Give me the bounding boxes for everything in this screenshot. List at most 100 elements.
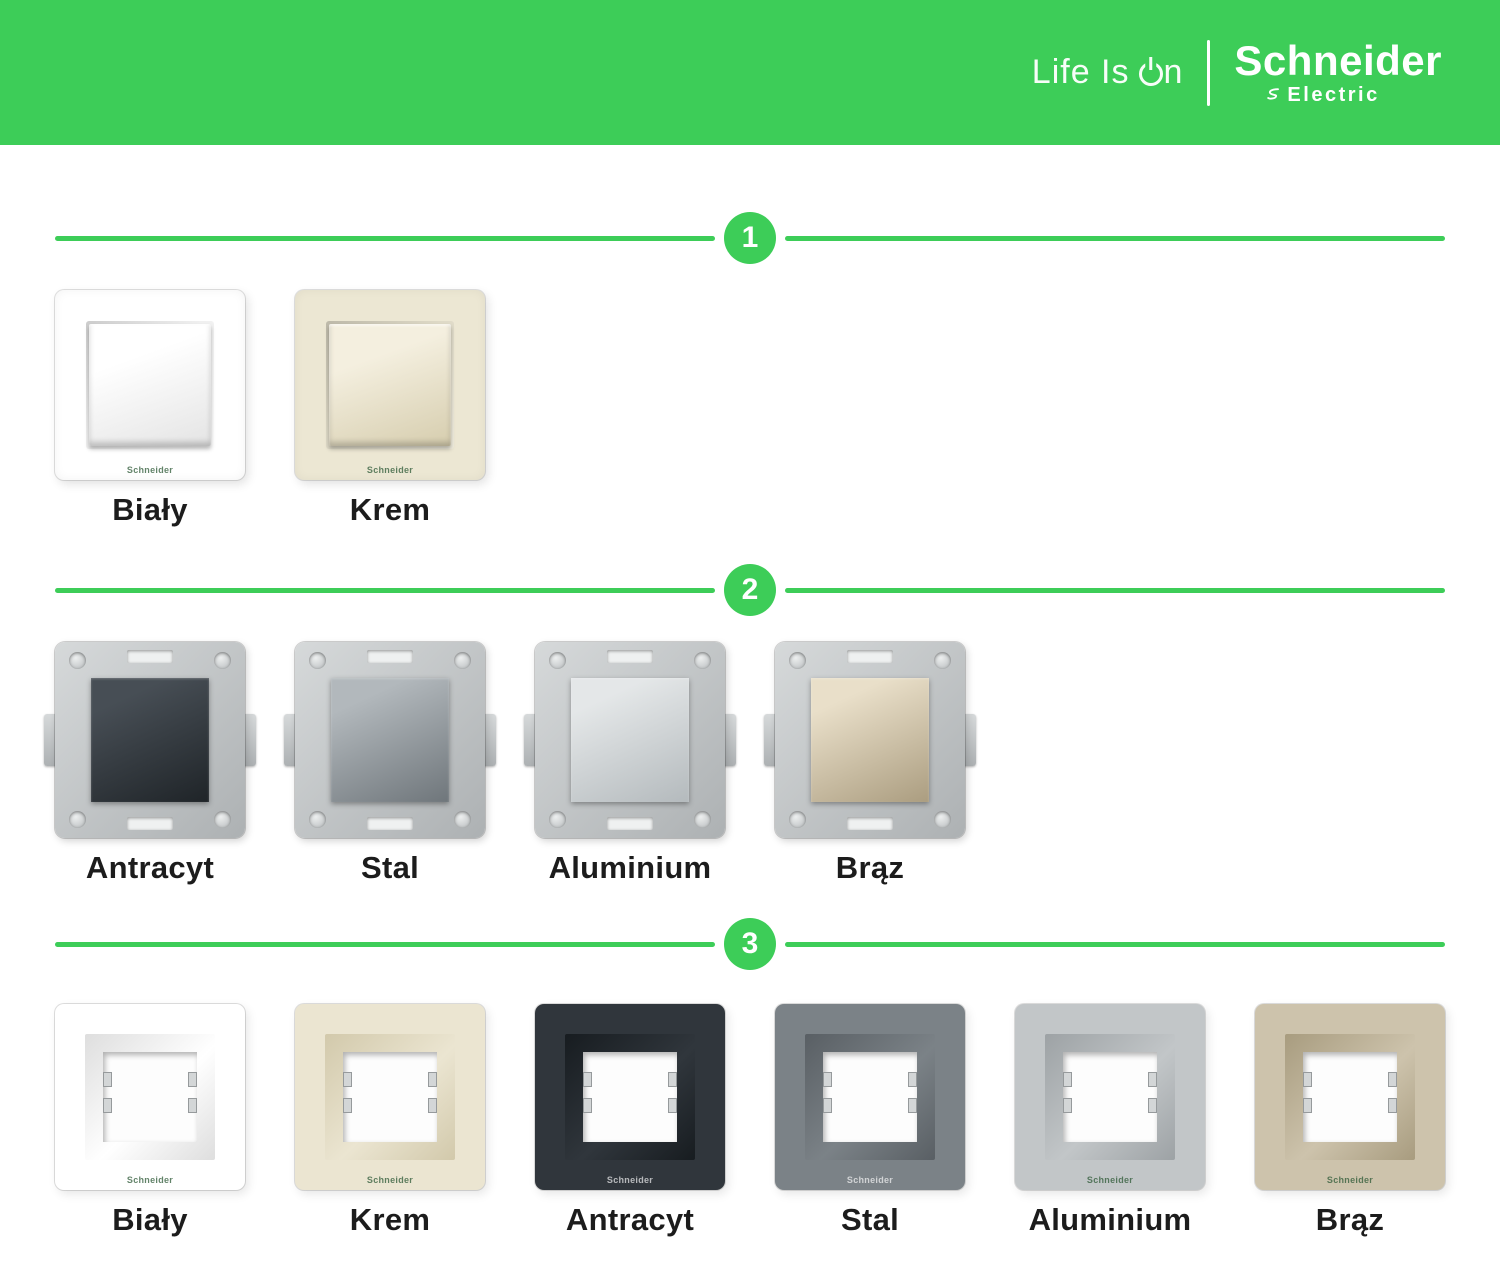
schneider-mini-logo: Schneider [1326, 1175, 1374, 1185]
divider-line [785, 941, 1445, 947]
brand-sub-text: Electric [1287, 83, 1380, 106]
header-banner: Life Is n Schneider Electric [0, 0, 1500, 145]
frame-clip-icon [823, 1072, 832, 1087]
mounting-tab-icon [242, 714, 256, 766]
switch-rocker [811, 678, 929, 802]
logo-divider [1207, 39, 1211, 106]
divider-line [55, 587, 715, 593]
tagline-suffix: n [1163, 53, 1184, 91]
frame-clip-icon [103, 1072, 112, 1087]
frame-image-antracyt: Schneider [535, 1004, 725, 1190]
screw-hole-icon [549, 652, 566, 669]
mounting-tab-icon [962, 714, 976, 766]
plate-slot-icon [127, 650, 173, 663]
mechanism-image-antracyt [44, 642, 256, 838]
product-label: Brąz [1315, 1202, 1385, 1237]
product-label: Krem [349, 492, 431, 527]
product-item: Schneider Biały [55, 1004, 245, 1238]
frame-image-aluminium: Schneider [1015, 1004, 1205, 1190]
schneider-mini-logo: Schneider [126, 465, 174, 475]
frame-image-krem: Schneider [295, 1004, 485, 1190]
screw-hole-icon [789, 811, 806, 828]
product-item: Antracyt [44, 642, 256, 886]
mounting-tab-icon [524, 714, 538, 766]
frame-image-braz: Schneider [1255, 1004, 1445, 1190]
schneider-mini-logo: Schneider [1086, 1175, 1134, 1185]
schneider-mini-logo: Schneider [366, 1175, 414, 1185]
frame-clip-icon [343, 1072, 352, 1087]
frame-image-bialy: Schneider [55, 1004, 245, 1190]
product-item: Schneider Krem [295, 290, 485, 528]
product-item: Schneider Antracyt [535, 1004, 725, 1238]
section-2-badge: 2 [724, 564, 776, 616]
brand-name: Schneider [1234, 37, 1442, 85]
frame-opening [103, 1052, 197, 1142]
section-3-products: Schneider Biały Schneider Krem [0, 1004, 1500, 1238]
plate-slot-icon [847, 650, 893, 663]
product-label: Krem [349, 1202, 431, 1237]
section-1-badge: 1 [724, 212, 776, 264]
brand-subline: Electric [1234, 83, 1442, 106]
screw-hole-icon [549, 811, 566, 828]
switch-rocker [329, 324, 451, 446]
section-1-products: Schneider Biały Schneider Krem [0, 290, 1500, 528]
switch-rocker [331, 678, 449, 802]
frame-clip-icon [1388, 1072, 1397, 1087]
frame-clip-icon [1148, 1072, 1157, 1087]
switch-rocker [571, 678, 689, 802]
mounting-plate [55, 642, 245, 838]
switch-image-bialy: Schneider [55, 290, 245, 480]
mechanism-image-aluminium [524, 642, 736, 838]
power-icon [1138, 56, 1163, 86]
frame-clip-icon [908, 1072, 917, 1087]
switch-opening [326, 321, 454, 449]
screw-hole-icon [214, 652, 231, 669]
mounting-tab-icon [284, 714, 298, 766]
product-item: Stal [284, 642, 496, 886]
switch-rocker [91, 678, 209, 802]
product-item: Schneider Aluminium [1015, 1004, 1205, 1238]
screw-hole-icon [454, 652, 471, 669]
product-label: Stal [360, 850, 420, 885]
section-2-products: Antracyt Stal [0, 642, 1500, 886]
frame-clip-icon [1063, 1072, 1072, 1087]
screw-hole-icon [454, 811, 471, 828]
screw-hole-icon [789, 652, 806, 669]
screw-hole-icon [69, 811, 86, 828]
tagline-text: Life Is [1031, 53, 1130, 91]
screw-hole-icon [694, 652, 711, 669]
plate-slot-icon [607, 650, 653, 663]
product-label: Aluminium [1028, 1202, 1192, 1237]
frame-opening [1063, 1052, 1157, 1142]
divider-line [785, 587, 1445, 593]
product-item: Schneider Krem [295, 1004, 485, 1238]
screw-hole-icon [694, 811, 711, 828]
divider-line [55, 235, 715, 241]
frame-clip-icon [1303, 1098, 1312, 1113]
schneider-mini-logo: Schneider [606, 1175, 654, 1185]
product-label: Aluminium [548, 850, 712, 885]
schneider-mini-logo: Schneider [126, 1175, 174, 1185]
frame-clip-icon [583, 1098, 592, 1113]
frame-clip-icon [428, 1072, 437, 1087]
mounting-tab-icon [44, 714, 58, 766]
frame-opening [1303, 1052, 1397, 1142]
frame-clip-icon [823, 1098, 832, 1113]
product-label: Antracyt [565, 1202, 695, 1237]
mounting-tab-icon [764, 714, 778, 766]
plate-slot-icon [847, 817, 893, 830]
screw-hole-icon [309, 811, 326, 828]
frame-clip-icon [1303, 1072, 1312, 1087]
mechanism-image-stal [284, 642, 496, 838]
frame-clip-icon [188, 1098, 197, 1113]
frame-clip-icon [1148, 1098, 1157, 1113]
schneider-mini-logo: Schneider [366, 465, 414, 475]
section-3-divider: 3 [55, 918, 1445, 970]
mounting-tab-icon [722, 714, 736, 766]
switch-rocker [89, 324, 211, 446]
divider-line [55, 941, 715, 947]
plate-slot-icon [367, 650, 413, 663]
mounting-plate [535, 642, 725, 838]
frame-clip-icon [1063, 1098, 1072, 1113]
